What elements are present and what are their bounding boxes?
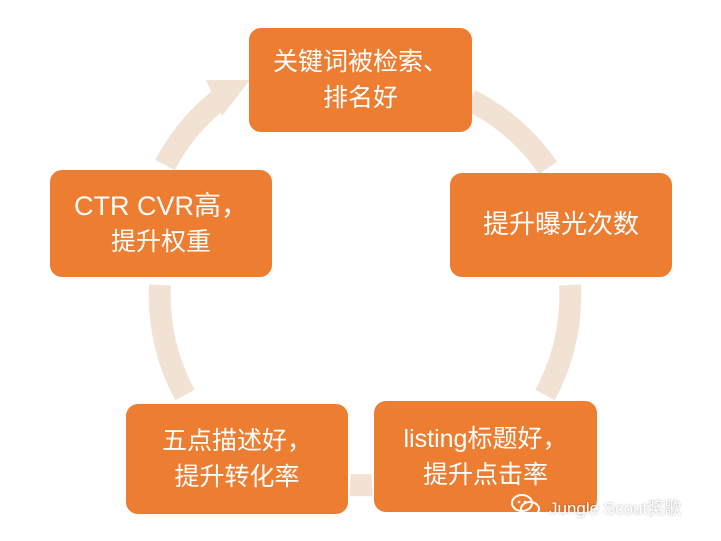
- ring-arc-1-2: [464, 90, 558, 175]
- node-bullet-points: 五点描述好， 提升转化率: [126, 404, 348, 514]
- node-keyword-ranking-line-1: 关键词被检索、: [272, 47, 448, 76]
- node-listing-title-line-1: listing标题好，: [403, 424, 568, 453]
- node-ctr-cvr: CTR CVR高， 提升权重: [50, 170, 272, 277]
- ring-arc-2-3: [535, 284, 582, 401]
- wechat-icon: [511, 494, 540, 517]
- ring-arc-5-1: [155, 86, 232, 171]
- node-increase-exposure-line-1: 提升曝光次数: [482, 210, 639, 240]
- watermark: Jungle Scout奖歌: [511, 493, 681, 519]
- node-increase-exposure: 提升曝光次数: [450, 173, 672, 277]
- node-listing-title-line-2: 提升点击率: [422, 459, 548, 489]
- node-listing-title: listing标题好， 提升点击率: [374, 401, 597, 512]
- node-bullet-points-line-1: 五点描述好，: [161, 426, 312, 455]
- watermark-text: Jungle Scout奖歌: [549, 498, 682, 518]
- node-keyword-ranking: 关键词被检索、 排名好: [249, 28, 472, 132]
- node-keyword-ranking-line-2: 排名好: [322, 83, 398, 112]
- ring-arc-4-5: [148, 284, 195, 401]
- node-ctr-cvr-line-2: 提升权重: [110, 226, 211, 256]
- node-ctr-cvr-line-1: CTR CVR高，: [74, 190, 248, 221]
- node-bullet-points-line-2: 提升转化率: [174, 462, 300, 491]
- cycle-arrowhead: [206, 80, 250, 116]
